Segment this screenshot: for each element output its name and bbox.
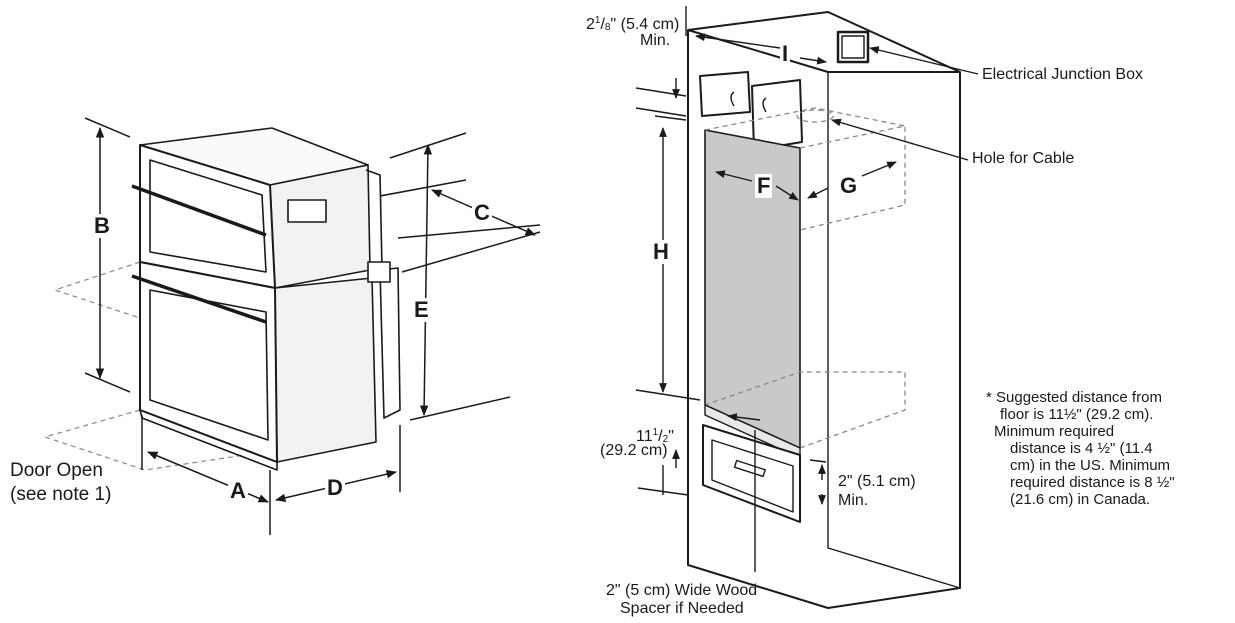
top-clearance-label: 21/8" (5.4 cm) (586, 15, 680, 33)
dimension-letter-b: B (92, 213, 112, 238)
dimension-letter-g: G (838, 173, 860, 198)
cutout-opening (704, 129, 801, 449)
oven-illustration (44, 127, 401, 471)
dimension-letter-e: E (412, 297, 431, 322)
oven-side-lower (274, 277, 377, 463)
drawer (702, 424, 801, 523)
drawer-gap-min: Min. (838, 492, 869, 509)
floor-distance-metric: (29.2 cm) (600, 442, 668, 459)
dimension-letter-i: I (780, 41, 791, 66)
dimension-letter-f: F (755, 173, 773, 198)
drawer-gap-label: 2" (5.1 cm) (838, 473, 916, 490)
floor-distance-note: * Suggested distance from floor is 11½" … (986, 389, 1175, 508)
junction-box-label: Electrical Junction Box (982, 66, 1143, 83)
dimension-letter-c: C (472, 200, 492, 225)
hole-for-cable-label: Hole for Cable (972, 150, 1075, 167)
door-open-label-line2: (see note 1) (10, 484, 112, 505)
oven-side-upper (269, 164, 371, 289)
door-open-label-line1: Door Open (10, 460, 103, 481)
junction-box (836, 30, 870, 64)
spacer-label-line2: Spacer if Needed (620, 600, 744, 617)
top-clearance-min: Min. (640, 32, 671, 49)
cabinet-illustration (687, 11, 961, 609)
dimension-letter-a: A (228, 478, 248, 503)
dimension-letter-h: H (651, 239, 671, 264)
spacer-label-line1: 2" (5 cm) Wide Wood (606, 582, 758, 599)
dimension-letter-d: D (325, 475, 345, 500)
floor-distance-label: 111/2" (636, 427, 674, 445)
